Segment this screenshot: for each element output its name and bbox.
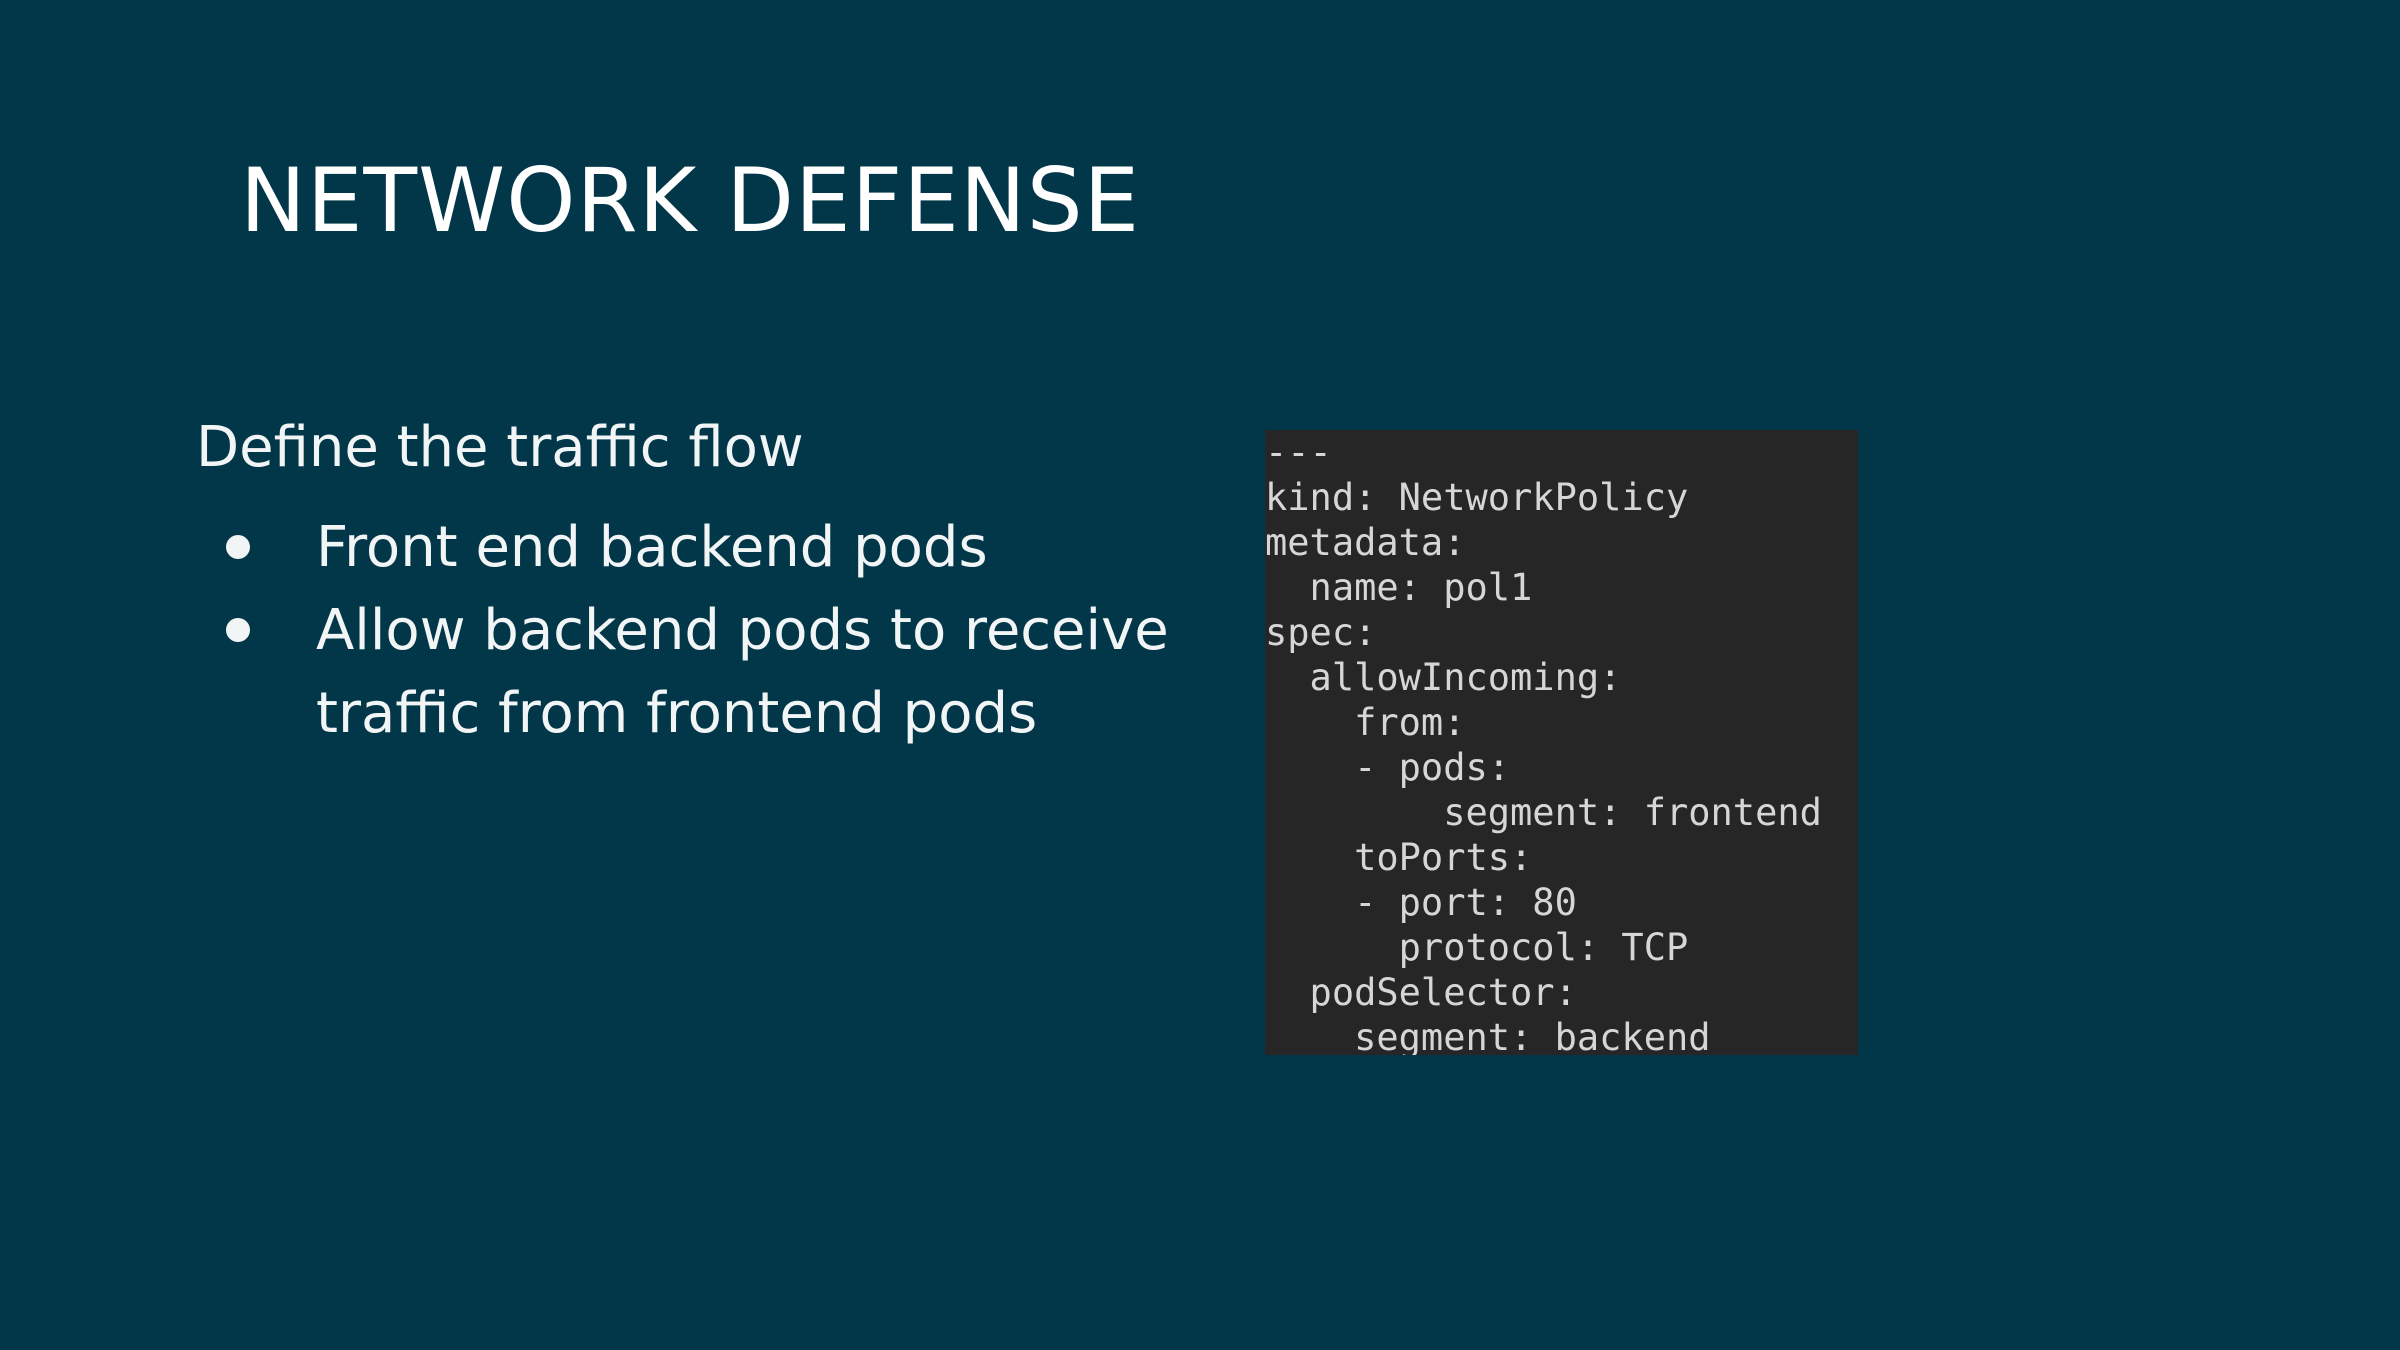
code-line: spec: bbox=[1265, 611, 1377, 654]
code-line: podSelector: bbox=[1265, 971, 1577, 1014]
bullet-list: Front end backend pods Allow backend pod… bbox=[196, 506, 1196, 755]
bullet-item: Front end backend pods bbox=[196, 506, 1216, 589]
code-line: segment: backend bbox=[1265, 1016, 1711, 1055]
intro-text: Define the traffic flow bbox=[196, 415, 804, 480]
code-line: from: bbox=[1265, 701, 1466, 744]
code-line: - pods: bbox=[1265, 746, 1511, 789]
slide-body: Define the traffic flow Front end backen… bbox=[196, 410, 1196, 755]
slide-title: NETWORK DEFENSE bbox=[240, 149, 1141, 252]
bullet-text: Allow backend pods to receive traffic fr… bbox=[316, 598, 1169, 746]
code-line: --- bbox=[1265, 431, 1332, 474]
bullet-text: Front end backend pods bbox=[316, 515, 988, 580]
code-line: metadata: bbox=[1265, 521, 1466, 564]
bullet-dot-icon bbox=[226, 535, 250, 559]
bullet-dot-icon bbox=[226, 618, 250, 642]
code-line: kind: NetworkPolicy bbox=[1265, 476, 1689, 519]
code-block: --- kind: NetworkPolicy metadata: name: … bbox=[1265, 430, 1858, 1055]
code-line: - port: 80 bbox=[1265, 881, 1577, 924]
bullet-item: Allow backend pods to receive traffic fr… bbox=[196, 589, 1216, 755]
code-line: allowIncoming: bbox=[1265, 656, 1622, 699]
code-line: name: pol1 bbox=[1265, 566, 1533, 609]
code-line: protocol: TCP bbox=[1265, 926, 1689, 969]
code-line: toPorts: bbox=[1265, 836, 1533, 879]
code-line: segment: frontend bbox=[1265, 791, 1822, 834]
